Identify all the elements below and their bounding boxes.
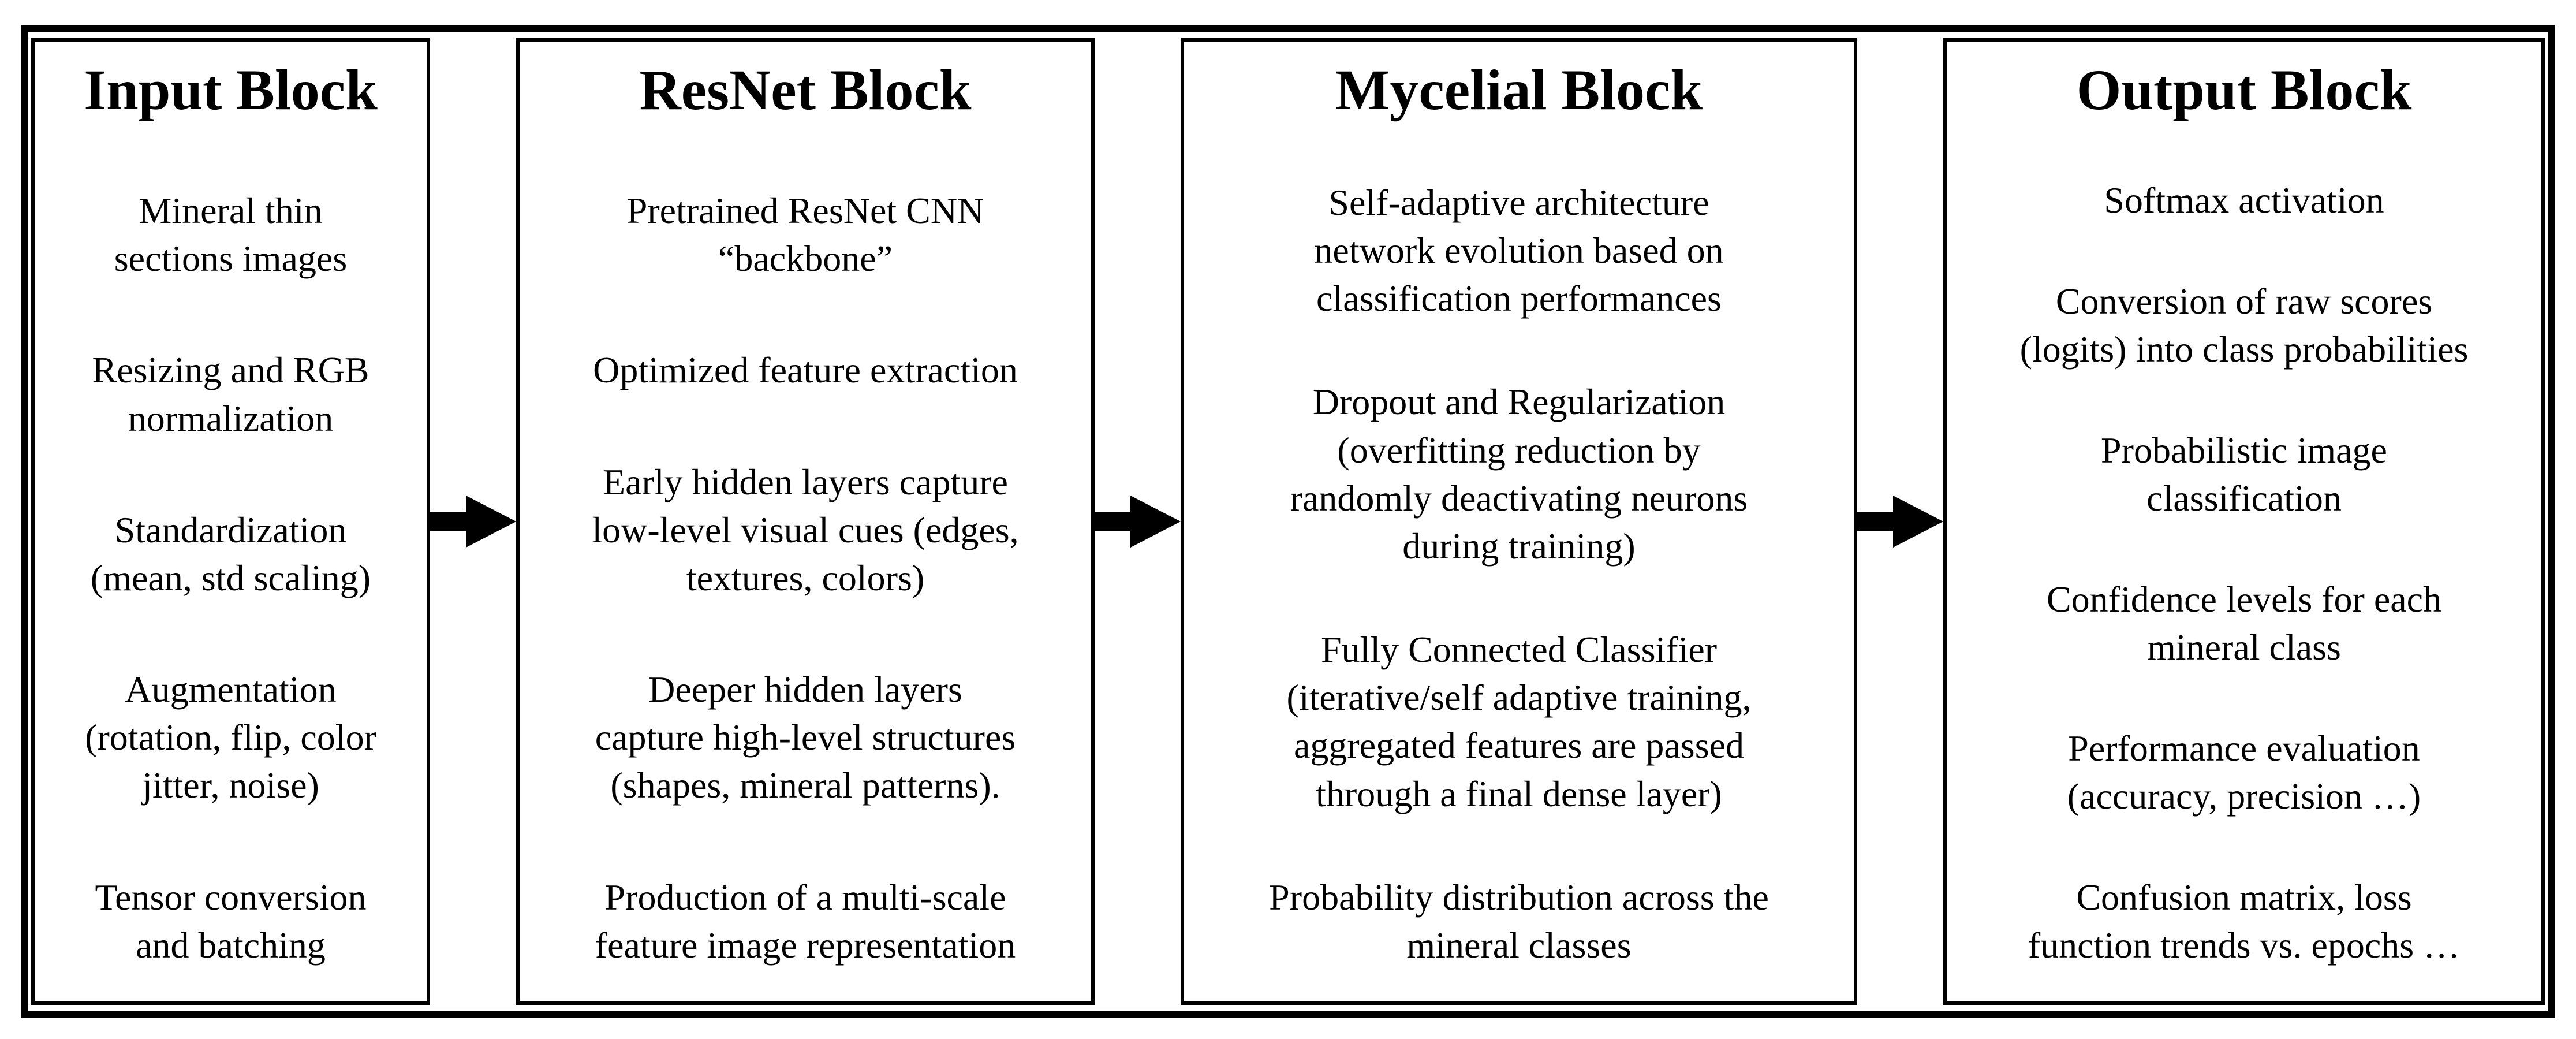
block-input-item: Mineral thin sections images xyxy=(114,189,348,280)
block-resnet-item: Production of a multi-scale feature imag… xyxy=(595,876,1016,966)
block-resnet-title: ResNet Block xyxy=(639,58,972,122)
block-resnet: ResNet Block Pretrained ResNet CNN “back… xyxy=(516,38,1095,1005)
block-output-item: Probabilistic image classification xyxy=(2101,429,2387,519)
block-resnet-item: Deeper hidden layers capture high-level … xyxy=(595,669,1016,806)
block-input: Input Block Mineral thin sections images… xyxy=(31,38,430,1005)
block-mycelial-item: Self-adaptive architecture network evolu… xyxy=(1314,181,1724,319)
block-mycelial-title: Mycelial Block xyxy=(1335,58,1703,122)
block-mycelial: Mycelial Block Self-adaptive architectur… xyxy=(1181,38,1857,1005)
block-mycelial-item: Probability distribution across the mine… xyxy=(1269,876,1769,966)
flow-arrow-1 xyxy=(430,484,516,559)
block-resnet-item: Early hidden layers capture low-level vi… xyxy=(592,461,1019,598)
figure-frame: Input Block Mineral thin sections images… xyxy=(21,25,2555,1018)
block-output-item: Performance evaluation (accuracy, precis… xyxy=(2067,727,2421,817)
block-output-item: Confusion matrix, loss function trends v… xyxy=(2028,876,2461,966)
block-input-item: Resizing and RGB normalization xyxy=(92,349,369,439)
block-input-title: Input Block xyxy=(84,58,378,122)
block-output-item: Conversion of raw scores (logits) into c… xyxy=(2019,280,2469,370)
block-input-item: Tensor conversion and batching xyxy=(95,876,367,966)
arrow-right-icon xyxy=(1095,496,1181,548)
block-input-item: Augmentation (rotation, flip, color jitt… xyxy=(85,669,376,806)
pipeline-row: Input Block Mineral thin sections images… xyxy=(28,32,2548,1011)
block-resnet-item: Pretrained ResNet CNN “backbone” xyxy=(626,189,984,280)
block-output-item: Confidence levels for each mineral class xyxy=(2046,578,2442,668)
block-output-item: Softmax activation xyxy=(2104,179,2384,221)
block-mycelial-item: Fully Connected Classifier (iterative/se… xyxy=(1286,628,1752,814)
flow-arrow-3 xyxy=(1857,484,1943,559)
flow-arrow-2 xyxy=(1095,484,1181,559)
arrow-right-icon xyxy=(1857,496,1943,548)
block-mycelial-item: Dropout and Regularization (overfitting … xyxy=(1290,381,1748,567)
block-output: Output Block Softmax activation Conversi… xyxy=(1943,38,2545,1005)
arrow-right-icon xyxy=(430,496,516,548)
block-input-item: Standardization (mean, std scaling) xyxy=(90,509,371,598)
block-resnet-item: Optimized feature extraction xyxy=(593,349,1018,391)
block-output-title: Output Block xyxy=(2076,58,2412,122)
